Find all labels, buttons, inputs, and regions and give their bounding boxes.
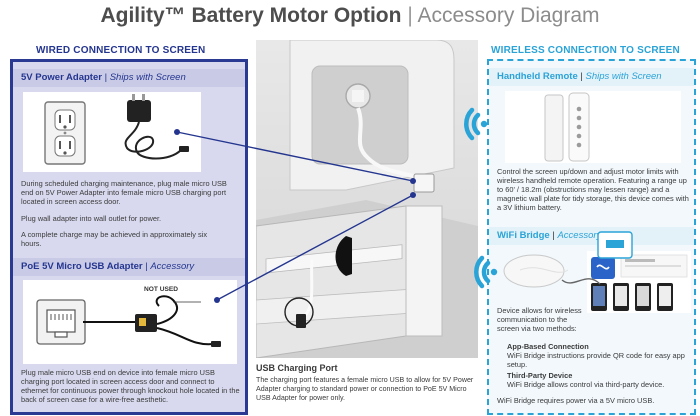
handheld-remote-icon — [544, 92, 590, 162]
power-adapter-title: 5V Power Adapter — [21, 72, 102, 83]
wired-heading: WIRED CONNECTION TO SCREEN — [36, 45, 206, 56]
wireless-heading: WIRELESS CONNECTION TO SCREEN — [491, 45, 680, 56]
power-adapter-heading: 5V Power Adapter | Ships with Screen — [21, 72, 186, 83]
poe-heading: PoE 5V Micro USB Adapter | Accessory — [21, 261, 194, 272]
usb-port-title: USB Charging Port — [256, 363, 338, 373]
connector-line-adapter — [176, 131, 414, 182]
remote-title: Handheld Remote — [497, 71, 578, 82]
third-party-body: WiFi Bridge allows control via third-par… — [507, 380, 665, 389]
poe-photo — [23, 280, 237, 364]
poe-body: Plug male micro USB end on device into f… — [21, 368, 240, 404]
app-connection-title: App-Based Connection — [507, 342, 589, 351]
wifi-bridge-title: WiFi Bridge — [497, 230, 550, 241]
remote-photo — [505, 91, 681, 163]
power-adapter-p1: During scheduled charging maintenance, p… — [21, 179, 227, 206]
remote-header-bg — [489, 68, 694, 86]
connector-dot-adapter-end — [410, 178, 416, 184]
wifi-bridge-footer: WiFi Bridge requires power via a 5V micr… — [497, 396, 655, 405]
not-used-label: NOT USED — [144, 286, 179, 293]
poe-sep: | — [145, 261, 148, 272]
third-party-title: Third-Party Device — [507, 371, 573, 380]
wifi-bridge-sep: | — [552, 230, 555, 241]
power-adapter-sep: | — [104, 72, 108, 83]
title-separator: | — [407, 4, 413, 27]
wired-panel: 5V Power Adapter | Ships with Screen — [10, 59, 248, 415]
power-adapter-header-bg — [13, 69, 245, 87]
app-connection-body: WiFi Bridge instructions provide QR code… — [507, 351, 685, 369]
connector-dot-adapter-start — [174, 129, 180, 135]
connector-line-poe — [216, 194, 414, 301]
remote-body: Control the screen up/down and adjust mo… — [497, 167, 689, 212]
wifi-bridge-intro: Device allows for wireless communication… — [497, 306, 582, 333]
page-title: Agility™ Battery Motor Option | Accessor… — [0, 3, 700, 29]
power-adapter-photo — [23, 92, 201, 172]
usb-port-highlight-circle — [284, 297, 314, 327]
title-subtitle: Accessory Diagram — [417, 4, 600, 27]
wifi-signal-icon — [464, 107, 488, 141]
power-adapter-icon — [124, 94, 189, 160]
wifi-bridge-header-bg — [489, 227, 694, 245]
connector-dot-poe-end — [410, 192, 416, 198]
wifi-signal-icon — [474, 255, 498, 289]
wifi-bridge-icon — [503, 231, 633, 288]
remote-sep: | — [580, 71, 583, 82]
power-adapter-tag: Ships with Screen — [109, 72, 186, 83]
title-brand: Agility™ Battery Motor Option — [100, 4, 402, 27]
poe-header-bg — [13, 258, 245, 276]
power-adapter-p2: Plug wall adapter into wall outlet for p… — [21, 214, 162, 223]
poe-tag: Accessory — [150, 261, 195, 272]
wifi-app-screens-photo — [587, 251, 691, 313]
poe-title: PoE 5V Micro USB Adapter — [21, 261, 143, 272]
power-adapter-p3: A complete charge may be achieved in app… — [21, 230, 208, 248]
poe-adapter-icon — [83, 295, 221, 347]
usb-port-body: The charging port features a female micr… — [256, 376, 474, 402]
wifi-bridge-heading: WiFi Bridge | Accessory — [497, 230, 601, 241]
remote-tag: Ships with Screen — [585, 71, 662, 82]
remote-heading: Handheld Remote | Ships with Screen — [497, 71, 662, 82]
wireless-panel: Handheld Remote | Ships with Screen Cont… — [487, 59, 696, 415]
wifi-bridge-tag: Accessory — [557, 230, 602, 241]
ethernet-port-icon — [36, 299, 86, 345]
connector-dot-poe-start — [214, 297, 220, 303]
outlet-icon — [44, 101, 86, 165]
